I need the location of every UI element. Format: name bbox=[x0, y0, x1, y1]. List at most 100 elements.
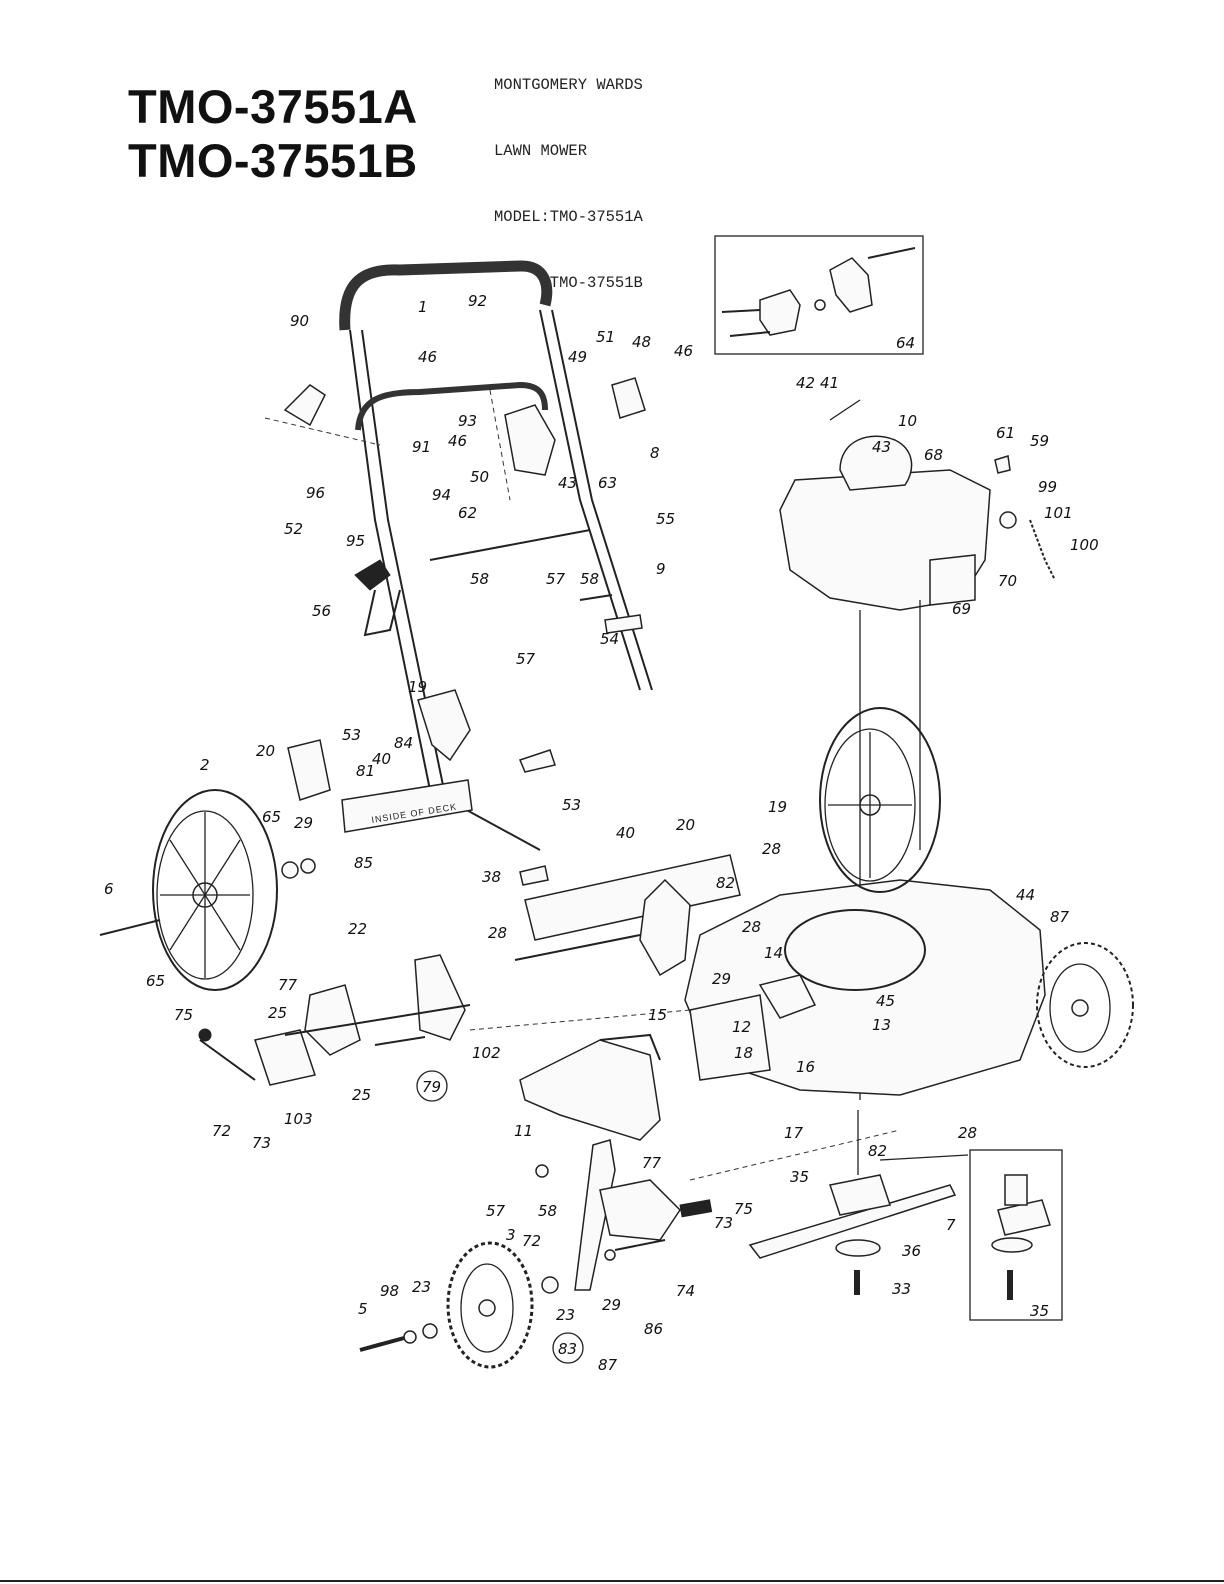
callout-1: 1 bbox=[418, 298, 428, 316]
callout-52: 52 bbox=[284, 520, 303, 538]
callout-90: 90 bbox=[290, 312, 309, 330]
callout-20-a: 20 bbox=[256, 742, 275, 760]
callout-92: 92 bbox=[468, 292, 487, 310]
callout-98: 98 bbox=[380, 1282, 399, 1300]
callout-10: 10 bbox=[898, 412, 917, 430]
callout-56: 56 bbox=[312, 602, 331, 620]
callout-70: 70 bbox=[998, 572, 1017, 590]
callout-42: 42 bbox=[796, 374, 815, 392]
callout-29-c: 29 bbox=[602, 1296, 621, 1314]
handle-knob-56 bbox=[354, 559, 391, 591]
callout-73-b: 73 bbox=[714, 1214, 733, 1232]
adjuster-plate-22 bbox=[414, 954, 466, 1041]
callout-50: 50 bbox=[470, 468, 489, 486]
upper-handle-left bbox=[349, 329, 431, 791]
header-line-model-b: TMO-37551B bbox=[494, 274, 643, 292]
callout-28-c: 28 bbox=[488, 924, 507, 942]
callout-65-b: 65 bbox=[146, 972, 165, 990]
callout-94: 94 bbox=[432, 486, 451, 504]
callout-84: 84 bbox=[394, 734, 413, 752]
front-adjuster-77 bbox=[599, 1179, 681, 1241]
inset-blade-adapter bbox=[969, 1149, 1063, 1321]
callout-51: 51 bbox=[596, 328, 615, 346]
front-nut-57 bbox=[535, 1164, 549, 1178]
adjuster-spring-rod-73 bbox=[199, 1039, 256, 1081]
clip-61 bbox=[994, 455, 1011, 474]
callout-54: 54 bbox=[600, 630, 619, 648]
rear-height-adjuster bbox=[198, 954, 471, 1086]
callout-33: 33 bbox=[892, 1280, 911, 1298]
callout-8: 8 bbox=[650, 444, 660, 462]
callout-53-a: 53 bbox=[342, 726, 361, 744]
engine-assembly bbox=[779, 399, 1056, 1100]
callout-61: 61 bbox=[996, 424, 1015, 442]
callout-28-d: 28 bbox=[958, 1124, 977, 1142]
callout-19-b: 19 bbox=[768, 798, 787, 816]
callout-2: 2 bbox=[200, 756, 210, 774]
washer-98 bbox=[403, 1330, 417, 1344]
callout-40-b: 40 bbox=[616, 824, 635, 842]
bracket-38 bbox=[519, 865, 549, 886]
callout-43-b: 43 bbox=[872, 438, 891, 456]
deflector-11 bbox=[519, 1039, 661, 1141]
callout-65-a: 65 bbox=[262, 808, 281, 826]
callout-59: 59 bbox=[1030, 432, 1049, 450]
callout-81: 81 bbox=[356, 762, 375, 780]
nut-23 bbox=[541, 1276, 559, 1294]
callout-18: 18 bbox=[734, 1044, 753, 1062]
header-line-product: LAWN MOWER bbox=[494, 142, 588, 160]
callout-29-a: 29 bbox=[294, 814, 313, 832]
cross-bar-62 bbox=[429, 529, 591, 561]
callout-11: 11 bbox=[514, 1122, 533, 1140]
callout-17: 17 bbox=[784, 1124, 804, 1142]
callout-49: 49 bbox=[568, 348, 587, 366]
callout-16: 16 bbox=[796, 1058, 815, 1076]
callout-72-a: 72 bbox=[212, 1122, 231, 1140]
callout-28-a: 28 bbox=[762, 840, 781, 858]
blade-assembly bbox=[748, 1110, 957, 1295]
guide-line-rear-axle bbox=[469, 1009, 691, 1031]
callout-79: 79 bbox=[422, 1078, 441, 1096]
chain-100 bbox=[1029, 519, 1056, 581]
model-title-block: TMO-37551A TMO-37551B bbox=[128, 80, 418, 188]
upper-handle-right bbox=[539, 309, 641, 691]
callout-85: 85 bbox=[354, 854, 373, 872]
wheel-87-hub bbox=[1071, 999, 1089, 1017]
engine-recoil-starter bbox=[839, 435, 913, 491]
adjuster-axle bbox=[284, 1004, 471, 1036]
callout-7: 7 bbox=[946, 1216, 956, 1234]
callout-53-b: 53 bbox=[562, 796, 581, 814]
rear-left-wheel bbox=[99, 789, 316, 991]
callout-48: 48 bbox=[632, 333, 651, 351]
manufacturer-header: MONTGOMERY WARDS LAWN MOWER MODEL:TMO-37… bbox=[494, 30, 643, 316]
engine-control-wire-43 bbox=[829, 399, 861, 421]
front-washer-29 bbox=[604, 1249, 616, 1261]
callout-46-a: 46 bbox=[418, 348, 437, 366]
bracket-19 bbox=[417, 689, 471, 762]
callout-82-b: 82 bbox=[868, 1142, 887, 1160]
front-left-wheel bbox=[359, 1241, 559, 1369]
callout-14: 14 bbox=[764, 944, 783, 962]
inset-throttle-bracket bbox=[829, 257, 873, 313]
wheel-2-rim bbox=[156, 810, 254, 980]
bracket-20-left bbox=[287, 739, 331, 801]
adjuster-gear-77 bbox=[304, 984, 361, 1056]
wheel-2-outer bbox=[152, 789, 278, 991]
callout-75-b: 75 bbox=[734, 1200, 753, 1218]
callout-29-b: 29 bbox=[712, 970, 731, 988]
control-bar-91 bbox=[355, 381, 548, 431]
handle-assembly: INSIDE OF DECK bbox=[264, 260, 653, 851]
callout-46-c: 46 bbox=[448, 432, 467, 450]
callout-62: 62 bbox=[458, 504, 477, 522]
adjuster-bolt-25 bbox=[374, 1036, 426, 1046]
callout-57-b: 57 bbox=[516, 650, 536, 668]
callout-99: 99 bbox=[1038, 478, 1057, 496]
rear-right-wheel bbox=[819, 707, 941, 893]
rear-cross-rod bbox=[514, 854, 741, 977]
inset-box-64 bbox=[714, 235, 924, 355]
callout-103: 103 bbox=[284, 1110, 313, 1128]
adjuster-bracket-103 bbox=[254, 1029, 316, 1086]
wheel-3-rim bbox=[460, 1263, 514, 1353]
washer-29 bbox=[300, 858, 316, 874]
callout-58-b: 58 bbox=[580, 570, 599, 588]
